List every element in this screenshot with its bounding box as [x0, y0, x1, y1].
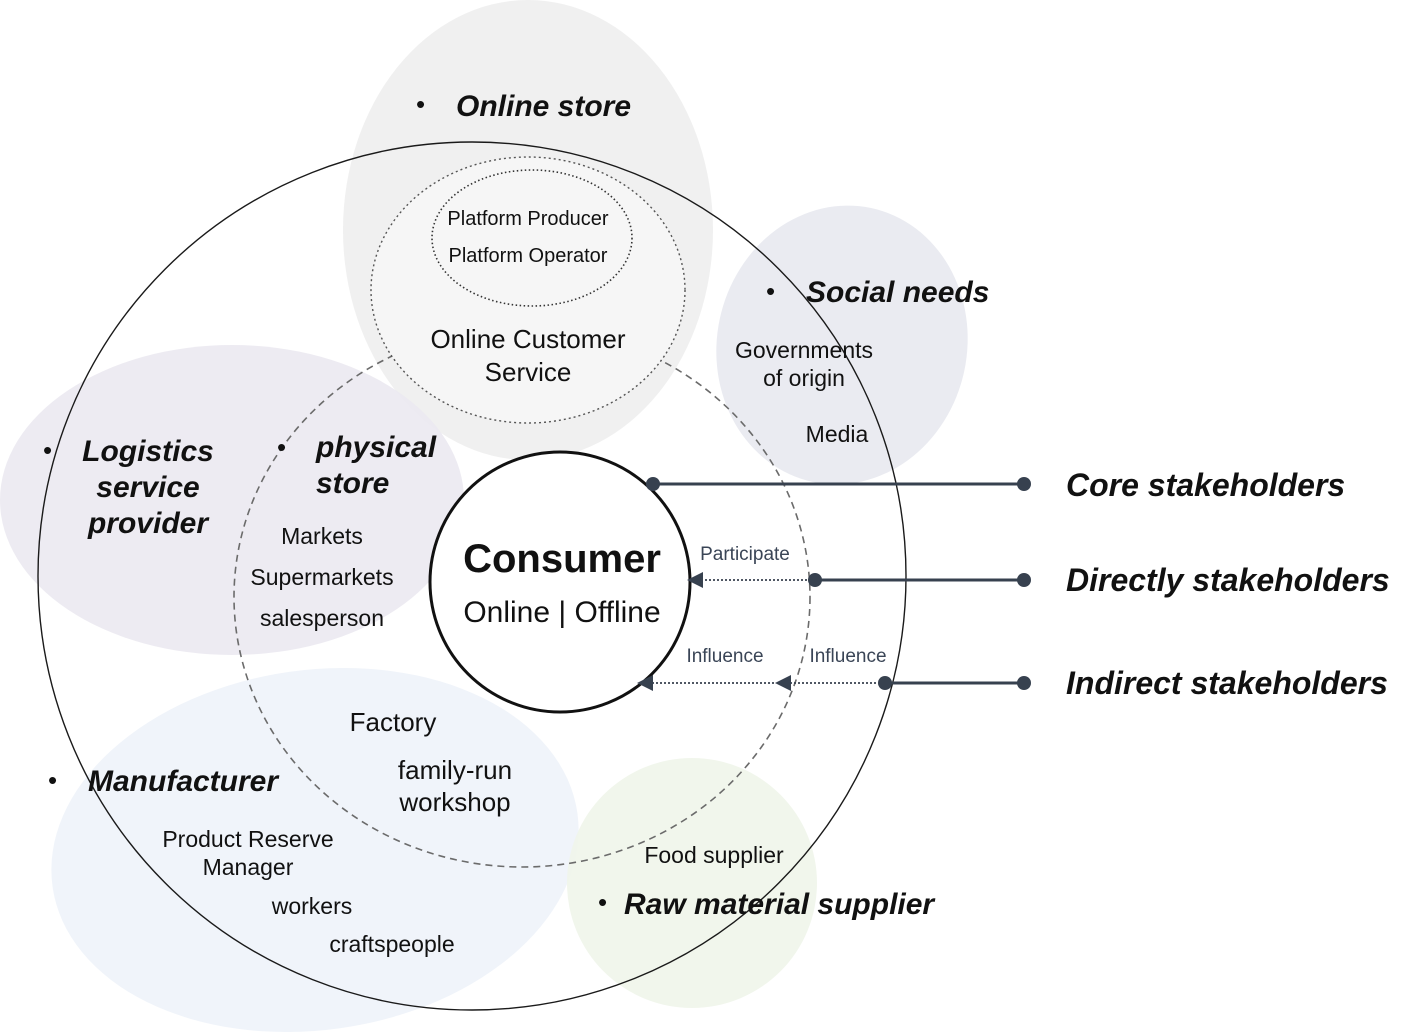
online-store-bullet: • — [416, 89, 425, 119]
legend-indirect: Indirect stakeholders — [1066, 665, 1388, 701]
physical-store-bullet: • — [277, 432, 286, 462]
participate-arrowhead — [687, 572, 703, 588]
product-reserve-label: Product Reserve — [162, 826, 333, 852]
platform-producer-label: Platform Producer — [447, 208, 609, 230]
service-label: Service — [485, 357, 572, 387]
physical-store-title-line2: store — [316, 467, 389, 500]
craftspeople-label: craftspeople — [329, 931, 454, 957]
logistics-title-line2: service — [96, 471, 199, 504]
logistics-title-line3: provider — [87, 507, 210, 540]
raw-material-blob — [567, 758, 817, 1008]
markets-label: Markets — [281, 523, 363, 549]
raw-material-title: Raw material supplier — [624, 888, 936, 921]
influence-inner-label: Influence — [686, 646, 763, 667]
online-customer-label: Online Customer — [430, 324, 625, 354]
media-label: Media — [806, 421, 869, 447]
logistics-bullet: • — [43, 435, 52, 465]
indirect-stakeholders-ring — [37, 141, 907, 1011]
governments-label: Governments — [735, 337, 873, 363]
social-needs-title: Social needs — [806, 276, 989, 309]
of-origin-label: of origin — [763, 365, 845, 391]
food-supplier-label: Food supplier — [644, 842, 784, 868]
manager-label: Manager — [203, 854, 294, 880]
platform-operator-label: Platform Operator — [449, 245, 608, 267]
legend-direct: Directly stakeholders — [1066, 562, 1390, 598]
manufacturer-bullet: • — [48, 765, 57, 795]
workers-label: workers — [271, 893, 353, 919]
physical-store-title-line1: physical — [315, 431, 437, 464]
consumer-title: Consumer — [463, 537, 661, 581]
influence-inner-arrowhead — [637, 675, 653, 691]
consumer-subtitle: Online | Offline — [463, 596, 660, 629]
salesperson-label: salesperson — [260, 605, 384, 631]
logistics-blob — [0, 345, 464, 655]
online-store-title: Online store — [456, 90, 631, 123]
indirect-connector — [637, 675, 1031, 691]
consumer-circle — [428, 450, 692, 714]
legend-core: Core stakeholders — [1066, 467, 1345, 503]
manufacturer-title: Manufacturer — [88, 765, 280, 798]
influence-outer-arrowhead — [775, 675, 791, 691]
influence-outer-label: Influence — [809, 646, 886, 667]
platform-ring — [431, 169, 633, 307]
supermarkets-label: Supermarkets — [250, 564, 393, 590]
direct-connector — [687, 572, 1031, 588]
online-service-ring — [370, 156, 686, 424]
social-needs-bullet: • — [766, 276, 775, 306]
manufacturer-blob — [51, 667, 579, 1033]
factory-label: Factory — [350, 707, 437, 737]
core-connector — [646, 477, 1031, 491]
logistics-title-line1: Logistics — [82, 435, 214, 468]
social-needs-blob — [716, 205, 968, 485]
family-run-label: family-run — [398, 755, 512, 785]
participate-label: Participate — [700, 544, 790, 565]
workshop-label: workshop — [398, 787, 510, 817]
raw-material-bullet: • — [598, 887, 607, 917]
